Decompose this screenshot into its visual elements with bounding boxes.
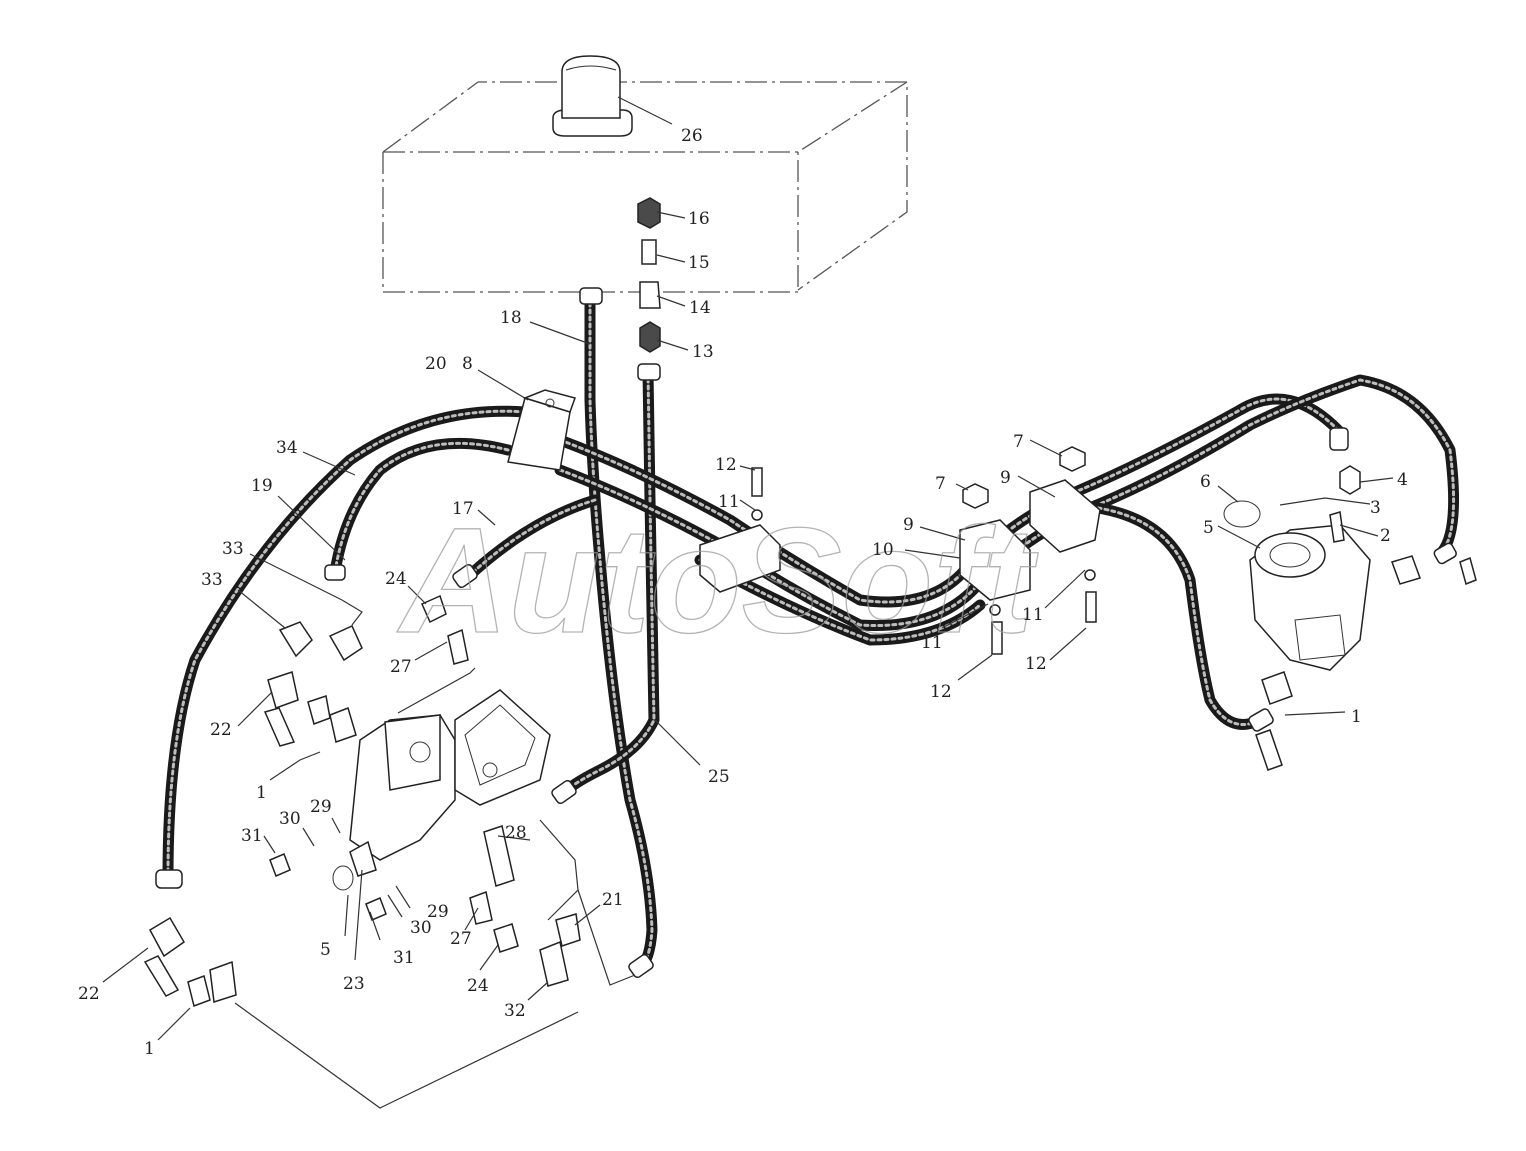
callout-33-lower: 33 [201,570,223,590]
callout-5-right: 5 [1203,518,1214,538]
callout-1-right: 1 [1351,707,1362,727]
callout-12-bottom: 12 [930,682,952,702]
callout-11-right: 11 [1022,605,1044,625]
callout-30-upper: 30 [279,809,301,829]
callout-9-lower: 9 [903,515,914,535]
callout-10: 10 [872,540,894,560]
callout-6: 6 [1200,472,1211,492]
callout-1-bottom: 1 [144,1039,155,1059]
hose-end-fittings [155,287,1457,979]
clamp-block-8 [507,389,576,471]
callout-7-left: 7 [935,474,946,494]
callout-2: 2 [1380,526,1391,546]
clamp-block-9-10 [959,479,1101,601]
callout-11-left: 11 [921,633,943,653]
valve-body [349,689,551,861]
callout-32: 32 [504,1001,526,1021]
watermark: AutoSoft [396,496,1039,664]
callout-27-upper: 27 [390,657,412,677]
callout-31-lower: 31 [393,948,415,968]
callout-30-lower: 30 [410,918,432,938]
callout-22-upper: 22 [210,720,232,740]
callout-22-lower: 22 [78,984,100,1004]
callout-12-right: 12 [1025,654,1047,674]
callout-11-top: 11 [718,492,740,512]
callout-26: 26 [681,126,703,146]
callout-19: 19 [251,476,273,496]
callout-23: 23 [343,974,365,994]
bolts-12-11 [751,467,1097,655]
callout-33-upper: 33 [222,539,244,559]
callout-17: 17 [452,499,474,519]
callout-14: 14 [689,298,711,318]
hydraulic-pump [1223,465,1477,771]
tank-outlet-fittings [637,197,661,353]
callout-31-upper: 31 [241,826,263,846]
callout-7-right: 7 [1013,432,1024,452]
callout-29-upper: 29 [310,797,332,817]
callout-16: 16 [688,209,710,229]
callout-25: 25 [708,767,730,787]
hydraulic-tank [382,81,908,293]
callout-5-left: 5 [320,940,331,960]
callout-27-lower: 27 [450,929,472,949]
callout-13: 13 [692,342,714,362]
callout-34: 34 [276,438,298,458]
callout-1-left: 1 [256,783,267,803]
leader-lines [102,96,1394,1109]
callout-8: 8 [462,354,473,374]
callout-4: 4 [1397,470,1408,490]
valve-small-parts [143,594,581,1007]
callout-24-upper: 24 [385,569,407,589]
callout-28: 28 [505,823,527,843]
nuts-7 [962,446,1086,509]
callout-15: 15 [688,253,710,273]
callout-20: 20 [425,354,447,374]
callout-3: 3 [1370,498,1381,518]
callout-9-upper: 9 [1000,468,1011,488]
callout-18: 18 [500,308,522,328]
callout-12-top: 12 [715,455,737,475]
callout-21: 21 [602,890,624,910]
callout-labels: 26 16 15 14 13 18 20 8 34 19 17 33 33 24… [78,126,1408,1059]
clamp-block-center [699,524,781,593]
tank-filter-cap [552,55,633,137]
callout-24-lower: 24 [467,976,489,996]
callout-29-lower: 29 [427,902,449,922]
